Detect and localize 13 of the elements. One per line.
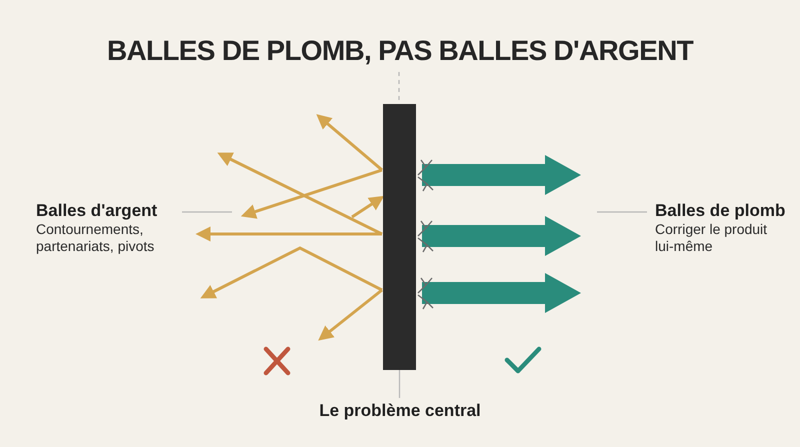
leader-line — [597, 211, 647, 213]
heading-label: Le problème central — [319, 400, 481, 422]
thick-arrow — [422, 155, 581, 195]
thick-arrow — [422, 273, 581, 313]
heading-label: Balles de plomb — [655, 200, 786, 222]
leader-line — [398, 370, 400, 398]
description-text: Corriger le produit lui-même — [655, 221, 768, 256]
leader-line — [182, 211, 232, 213]
heading-label: Balles d'argent — [36, 200, 158, 222]
description-text: Contournements, partenariats, pivots — [36, 221, 156, 256]
wall-bar — [383, 104, 416, 370]
thick-arrow — [422, 216, 581, 256]
title: BALLES DE PLOMB, PAS BALLES D'ARGENT — [106, 34, 694, 68]
